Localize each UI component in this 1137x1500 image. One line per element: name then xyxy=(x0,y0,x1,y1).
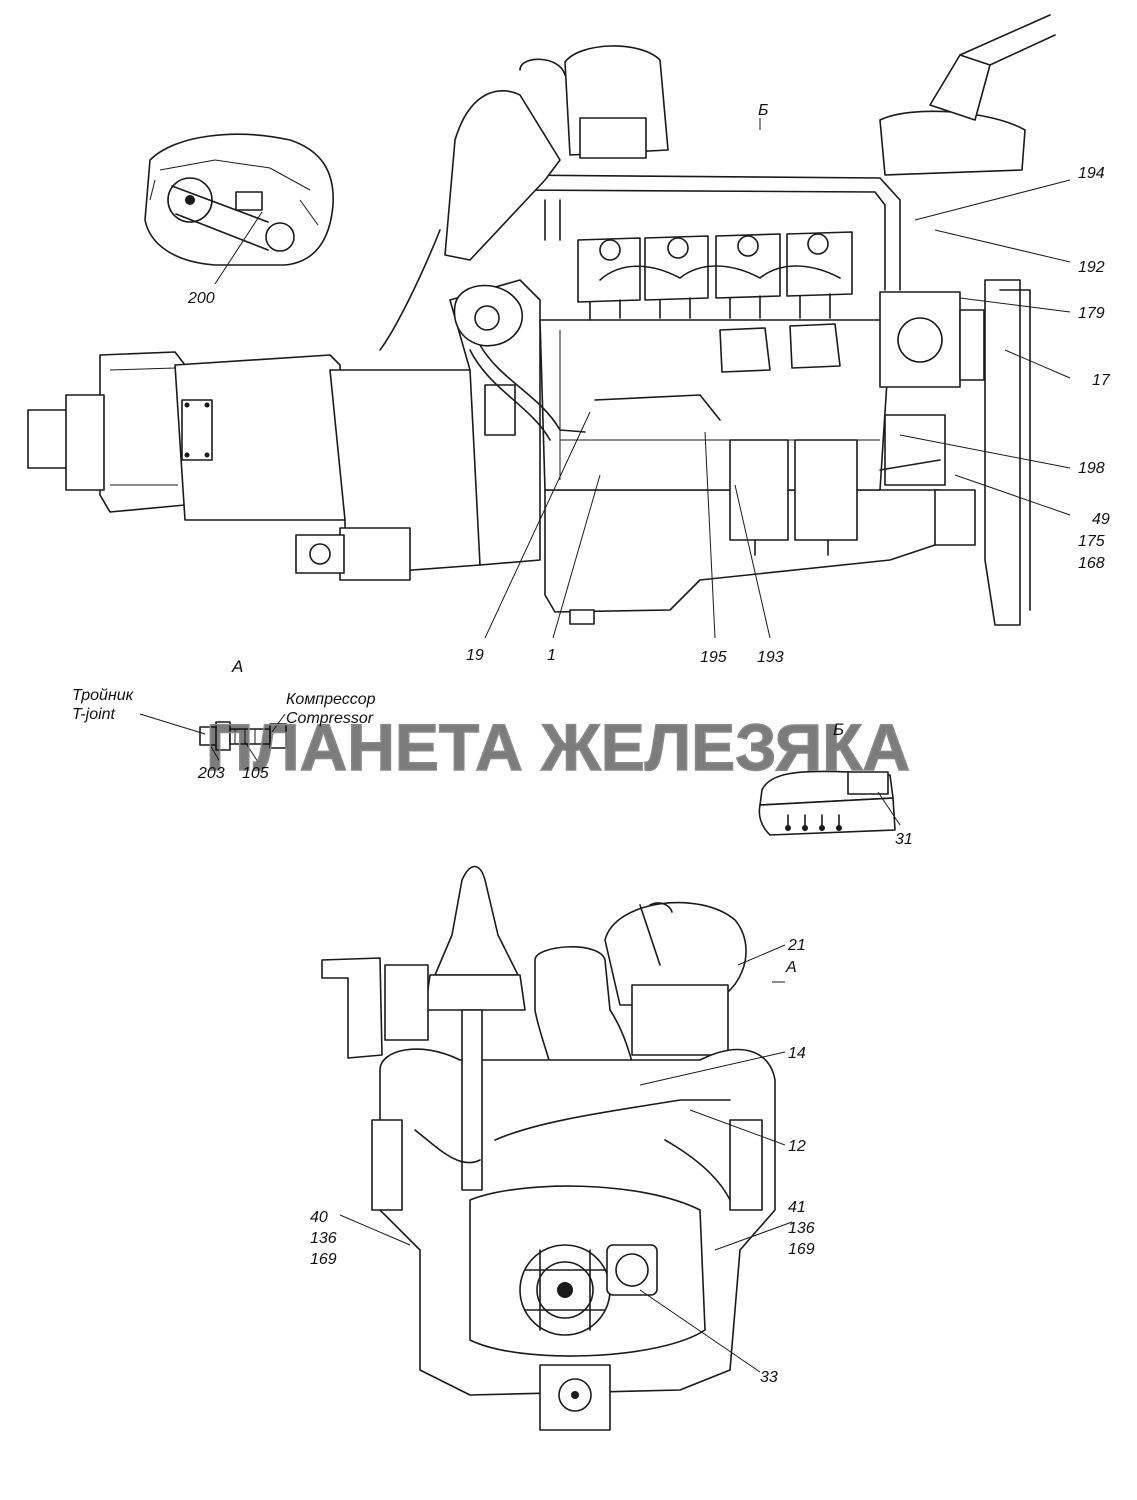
callout-105: 105 xyxy=(242,765,269,782)
callout-193: 193 xyxy=(757,649,784,666)
callout-1: 1 xyxy=(547,647,556,664)
callout-41: 41 xyxy=(788,1199,806,1216)
callout-203: 203 xyxy=(197,765,225,782)
callout-192: 192 xyxy=(1078,259,1105,276)
callout-136-right: 136 xyxy=(788,1220,815,1237)
callout-194: 194 xyxy=(1078,165,1105,182)
callout-17: 17 xyxy=(1092,372,1111,389)
callout-49: 49 xyxy=(1092,511,1110,528)
detail-b-drawing xyxy=(758,770,896,836)
callout-21: 21 xyxy=(787,937,806,954)
arrow-label-a: А xyxy=(785,959,797,976)
callout-168: 168 xyxy=(1078,555,1105,572)
callout-14: 14 xyxy=(788,1045,806,1062)
view-label-a: А xyxy=(231,657,243,676)
watermark-text: ПЛАНЕТА ЖЕЛЕЗЯКА xyxy=(206,710,910,784)
view-label-b: Б xyxy=(833,720,844,739)
engine-front-view xyxy=(321,865,776,1431)
callout-33: 33 xyxy=(760,1369,778,1386)
callout-200: 200 xyxy=(187,290,215,307)
callout-40: 40 xyxy=(310,1209,328,1226)
callout-12: 12 xyxy=(788,1138,806,1155)
leader-lines xyxy=(139,118,1071,1373)
arrow-label-b: Б xyxy=(758,102,768,119)
cylinder-head-covers xyxy=(577,231,853,321)
tee-label-ru: Тройник xyxy=(72,687,135,704)
callout-136-left: 136 xyxy=(310,1230,337,1247)
callout-169-left: 169 xyxy=(310,1251,337,1268)
inset-belt-view xyxy=(144,133,334,266)
callout-19: 19 xyxy=(466,647,484,664)
callout-195: 195 xyxy=(700,649,727,666)
engine-side-view xyxy=(27,14,1056,626)
tee-label-en: T-joint xyxy=(72,706,116,723)
callout-198: 198 xyxy=(1078,460,1105,477)
compressor-label-en: Compressor xyxy=(286,710,374,727)
callout-179: 179 xyxy=(1078,305,1105,322)
callout-31: 31 xyxy=(895,831,913,848)
callout-175: 175 xyxy=(1078,533,1105,550)
callout-169-right: 169 xyxy=(788,1241,815,1258)
compressor-label-ru: Компрессор xyxy=(286,691,376,708)
